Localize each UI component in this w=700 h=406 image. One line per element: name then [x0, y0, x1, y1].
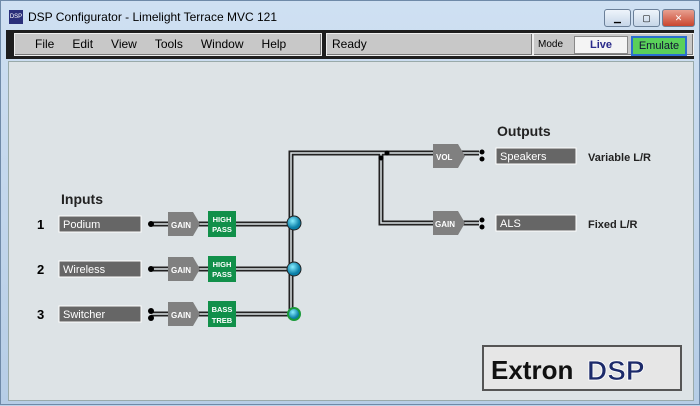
minimize-button[interactable]: ▁ [604, 9, 631, 27]
mix-node[interactable] [286, 215, 302, 231]
emulate-button[interactable]: Emulate [631, 36, 687, 56]
input-name-box[interactable] [58, 260, 142, 278]
junction-dot [378, 155, 384, 161]
wires [151, 150, 479, 317]
input-row-2: 2 Wireless GAIN HIGH PASS [37, 256, 302, 282]
output-row-2: GAIN ALS Fixed L/R [433, 211, 638, 235]
connector-dot [479, 156, 485, 162]
output-name-box[interactable] [495, 214, 577, 232]
filter-label: PASS [212, 270, 232, 279]
mode-label: Mode [538, 39, 564, 50]
filter-label: TREB [212, 316, 233, 325]
mode-panel: Mode Live Emulate [533, 33, 694, 56]
menu-tools[interactable]: Tools [154, 37, 183, 51]
outputs-heading: Outputs [497, 123, 551, 139]
input-name: Switcher [63, 309, 106, 321]
maximize-button[interactable]: ▢ [633, 9, 660, 27]
gain-label: GAIN [171, 266, 191, 275]
input-number: 2 [37, 262, 44, 277]
inputs-heading: Inputs [61, 191, 103, 207]
connector-dot [479, 149, 485, 155]
output-row-1: VOL Speakers Variable L/R [433, 144, 651, 168]
connector-dot [479, 217, 485, 223]
live-button[interactable]: Live [574, 36, 628, 54]
gain-label: GAIN [435, 220, 455, 229]
mix-node[interactable] [286, 261, 302, 277]
input-name-box[interactable] [58, 305, 142, 323]
extron-dsp-logo: Extron DSP [482, 345, 682, 391]
connector-dot [148, 315, 154, 321]
vol-block[interactable] [433, 144, 465, 168]
toolbar: File Edit View Tools Window Help Ready Mode L… [6, 30, 694, 59]
output-description: Fixed L/R [588, 219, 638, 231]
logo-brand: Extron [491, 355, 573, 385]
output-name: Speakers [500, 151, 547, 163]
filter-label: PASS [212, 225, 232, 234]
gain-block[interactable] [168, 257, 200, 281]
filter-label: BASS [212, 305, 233, 314]
connector-dot [479, 224, 485, 230]
output-name-box[interactable] [495, 147, 577, 165]
input-number: 3 [37, 307, 44, 322]
filter-block[interactable] [208, 256, 236, 282]
junction-dot [384, 150, 390, 156]
input-name-box[interactable] [58, 215, 142, 233]
input-row-3: 3 Switcher GAIN BASS TREB [37, 301, 301, 327]
output-description: Variable L/R [588, 152, 651, 164]
gain-label: GAIN [171, 221, 191, 230]
gain-label: GAIN [171, 311, 191, 320]
filter-label: HIGH [213, 260, 232, 269]
status-bar: Ready [326, 33, 533, 56]
app-icon: DSP [9, 10, 23, 24]
window-title: DSP Configurator - Limelight Terrace MVC… [28, 10, 277, 24]
filter-block[interactable] [208, 211, 236, 237]
menu-bar: File Edit View Tools Window Help [14, 33, 322, 56]
input-row-1: 1 Podium GAIN HIGH PASS [37, 211, 302, 237]
menu-view[interactable]: View [111, 37, 137, 51]
gain-block[interactable] [433, 211, 465, 235]
menu-window[interactable]: Window [200, 37, 244, 51]
filter-block[interactable] [208, 301, 236, 327]
vol-label: VOL [436, 153, 453, 162]
connector-dot [148, 308, 154, 314]
logo-product: DSP [587, 355, 645, 386]
input-number: 1 [37, 217, 44, 232]
filter-label: HIGH [213, 215, 232, 224]
menu-edit[interactable]: Edit [72, 37, 94, 51]
menu-file[interactable]: File [35, 37, 55, 51]
close-button[interactable]: ✕ [662, 9, 695, 27]
input-name: Wireless [63, 264, 106, 276]
title-bar: DSP DSP Configurator - Limelight Terrace… [9, 10, 277, 24]
menu-help[interactable]: Help [261, 37, 287, 51]
connector-dot [148, 221, 154, 227]
gain-block[interactable] [168, 302, 200, 326]
gain-block[interactable] [168, 212, 200, 236]
output-name: ALS [500, 218, 521, 230]
connector-dot [148, 266, 154, 272]
input-name: Podium [63, 219, 100, 231]
mix-node[interactable] [287, 307, 301, 321]
